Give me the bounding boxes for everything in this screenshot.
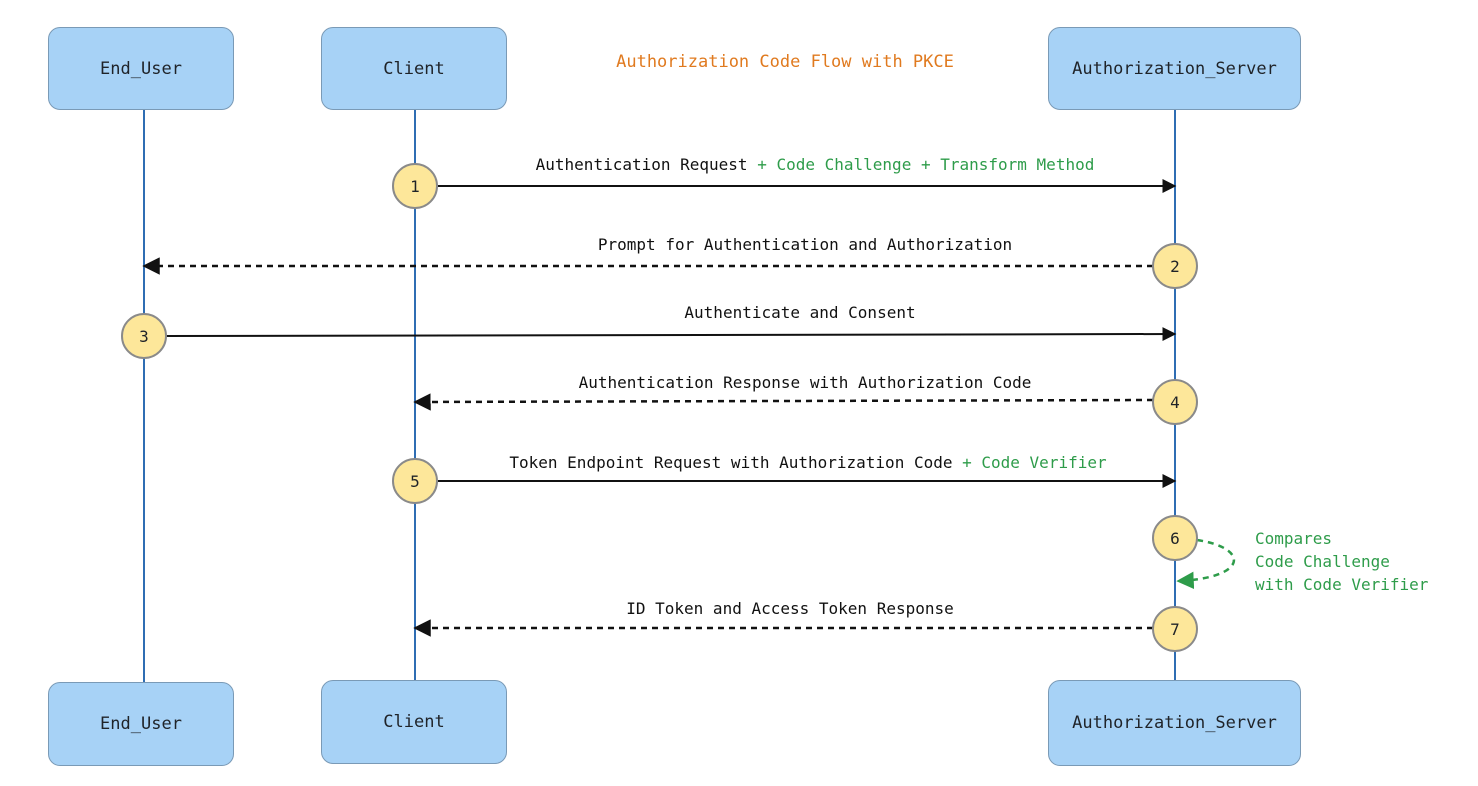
message-label-1: Authentication Request + Code Challenge … — [536, 155, 1095, 174]
message-label-4: Authentication Response with Authorizati… — [579, 373, 1032, 392]
step-marker-2: 2 — [1152, 243, 1198, 289]
svg-text:2: 2 — [1170, 257, 1180, 276]
svg-text:6: 6 — [1170, 529, 1180, 548]
svg-text:4: 4 — [1170, 393, 1180, 412]
self-loop-arrow-6 — [1176, 538, 1236, 590]
actor-auth-server-bottom: Authorization_Server — [1048, 680, 1301, 766]
message-label-5: Token Endpoint Request with Authorizatio… — [509, 453, 1107, 472]
svg-text:7: 7 — [1170, 620, 1180, 639]
svg-text:3: 3 — [139, 327, 149, 346]
actor-auth-server-top: Authorization_Server — [1048, 27, 1301, 110]
step-marker-4: 4 — [1152, 379, 1198, 425]
step-marker-1: 1 — [392, 163, 438, 209]
actor-client-bottom: Client — [321, 680, 507, 764]
actor-end-user-bottom: End_User — [48, 682, 234, 766]
actor-end-user-top: End_User — [48, 27, 234, 110]
message-arrow-4 — [413, 393, 1154, 411]
svg-text:5: 5 — [410, 472, 420, 491]
message-label-7: ID Token and Access Token Response — [626, 599, 954, 618]
svg-text:1: 1 — [410, 177, 420, 196]
actor-client-top: Client — [321, 27, 507, 110]
step-marker-3: 3 — [121, 313, 167, 359]
step-marker-6: 6 — [1152, 515, 1198, 561]
step-marker-7: 7 — [1152, 606, 1198, 652]
message-label-3: Authenticate and Consent — [684, 303, 915, 322]
self-loop-note-6: Compares Code Challenge with Code Verifi… — [1255, 529, 1429, 594]
message-label-2: Prompt for Authentication and Authorizat… — [598, 235, 1012, 254]
step-marker-5: 5 — [392, 458, 438, 504]
diagram-title: Authorization Code Flow with PKCE — [616, 52, 954, 72]
message-arrow-3 — [165, 327, 1177, 342]
